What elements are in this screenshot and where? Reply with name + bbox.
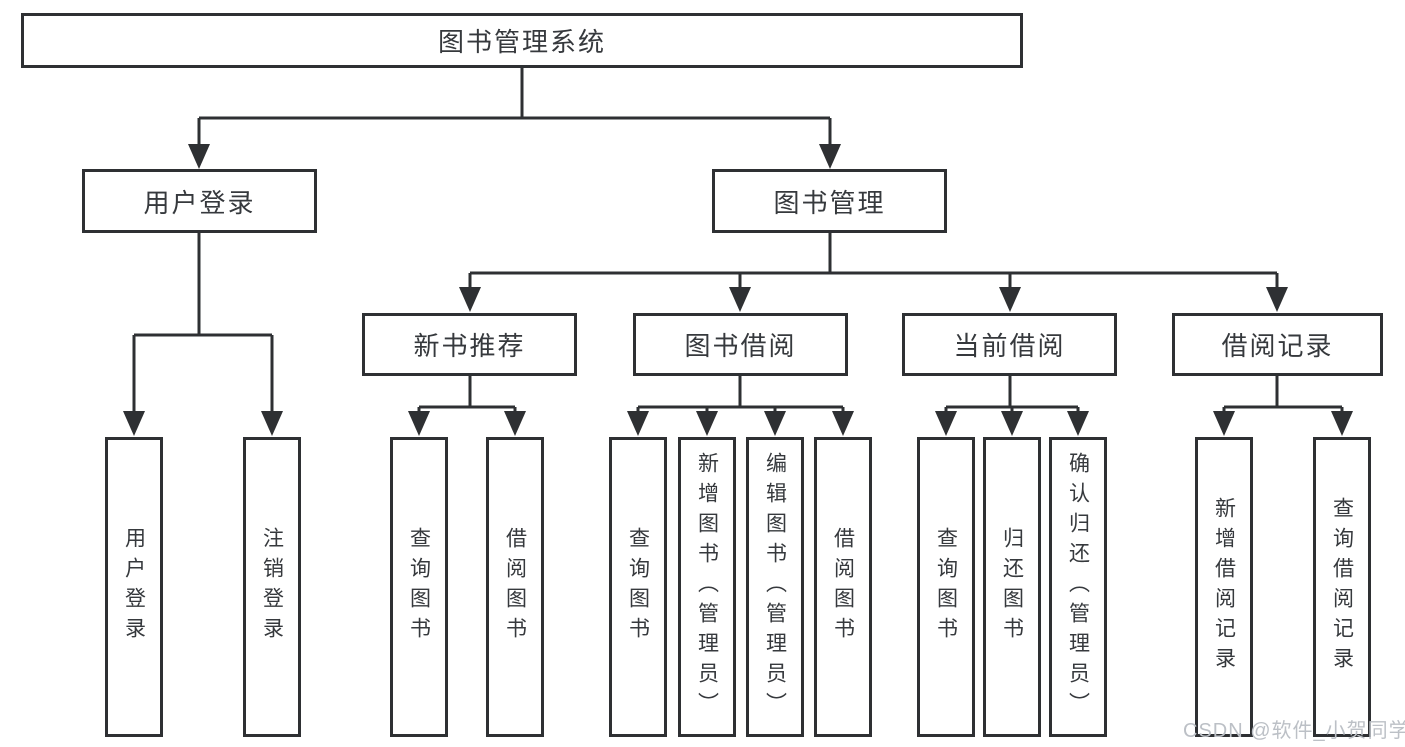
leaf-add-borrow-record: 新增借阅记录	[1195, 437, 1253, 737]
leaf-add-books-admin: 新增图书（管理员）	[678, 437, 736, 737]
leaf-logout: 注销登录	[243, 437, 301, 737]
connector-user-login-branch	[123, 233, 283, 436]
leaf-user-login: 用户登录	[105, 437, 163, 737]
connector-root-to-level2	[188, 68, 841, 169]
node-root-system-title: 图书管理系统	[21, 13, 1023, 68]
node-current-borrowing: 当前借阅	[902, 313, 1117, 376]
leaf-query-books-borrowing: 查询图书	[609, 437, 667, 737]
connector-book-borrowing-branch	[627, 376, 854, 436]
connector-borrow-records-branch	[1213, 376, 1353, 436]
csdn-watermark: CSDN @软件_小贺同学	[1183, 720, 1405, 742]
leaf-confirm-return-admin: 确认归还（管理员）	[1049, 437, 1107, 737]
connector-new-book-branch	[408, 376, 526, 436]
node-new-book-recommend: 新书推荐	[362, 313, 577, 376]
node-borrow-records: 借阅记录	[1172, 313, 1383, 376]
node-book-management: 图书管理	[712, 169, 947, 233]
connector-current-borrowing-branch	[935, 376, 1089, 436]
leaf-borrow-books-borrowing: 借阅图书	[814, 437, 872, 737]
leaf-borrow-books-recommend: 借阅图书	[486, 437, 544, 737]
leaf-edit-books-admin: 编辑图书（管理员）	[746, 437, 804, 737]
leaf-query-borrow-record: 查询借阅记录	[1313, 437, 1371, 737]
connector-book-management-branch	[459, 233, 1288, 312]
leaf-query-books-current: 查询图书	[917, 437, 975, 737]
leaf-query-books-recommend: 查询图书	[390, 437, 448, 737]
leaf-return-books: 归还图书	[983, 437, 1041, 737]
node-user-login: 用户登录	[82, 169, 317, 233]
node-book-borrowing: 图书借阅	[633, 313, 848, 376]
